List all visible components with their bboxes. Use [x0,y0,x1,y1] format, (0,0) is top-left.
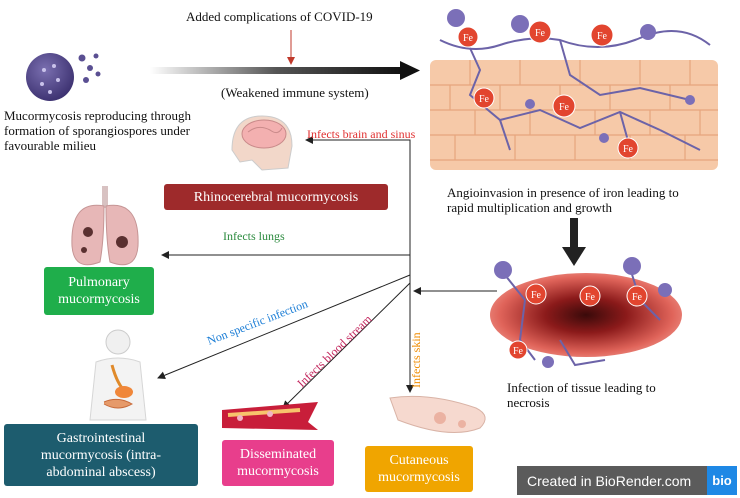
complications-label: Added complications of COVID-19 [186,9,373,24]
rhinocerebral-box: Rhinocerebral mucormycosis [164,184,388,210]
growth-arrow [562,218,586,266]
iron-label: Fe [513,346,524,357]
blood-vessel-illustration [222,402,318,430]
iron-label: Fe [632,292,643,303]
route-label-skin: Infects skin [409,332,423,388]
cutaneous-box: Cutaneous mucormycosis [365,446,473,492]
lungs-illustration [71,186,139,266]
biorender-logo: bio [707,466,737,495]
iron-label: Fe [479,94,490,105]
iron-label: Fe [623,144,634,155]
head-illustration [231,115,293,171]
origin-description: Mucormycosis reproducing through formati… [4,108,192,153]
weakened-immune-label: (Weakened immune system) [221,85,369,100]
route-label-brain: Infects brain and sinus [307,127,416,141]
gi-tract-illustration [89,329,147,421]
progression-arrow [150,61,420,80]
gastrointestinal-box: Gastrointestinal mucormycosis (intra-abd… [4,424,198,486]
iron-label: Fe [463,33,474,44]
biorender-text: Created in BioRender.com [527,472,692,489]
sporangium-illustration [26,53,101,101]
route-arrows [157,136,497,409]
iron-label: Fe [559,102,570,113]
iron-label: Fe [597,31,608,42]
route-label-blood: Infects blood stream [294,312,375,391]
iron-label: Fe [535,28,546,39]
iron-label: Fe [531,290,542,301]
angioinvasion-caption: Angioinvasion in presence of iron leadin… [447,185,679,215]
necrosis-caption: Infection of tissue leading to necrosis [507,380,656,410]
disseminated-box: Disseminated mucormycosis [222,440,334,486]
biorender-watermark: Created in BioRender.com bio [517,466,737,495]
angioinvasion-illustration: Fe Fe Fe Fe Fe Fe [430,9,718,170]
necrosis-illustration: Fe Fe Fe Fe [490,257,682,368]
skin-illustration [389,395,486,433]
iron-label: Fe [585,292,596,303]
route-label-lungs: Infects lungs [223,229,285,243]
pulmonary-box: Pulmonary mucormycosis [44,267,154,315]
